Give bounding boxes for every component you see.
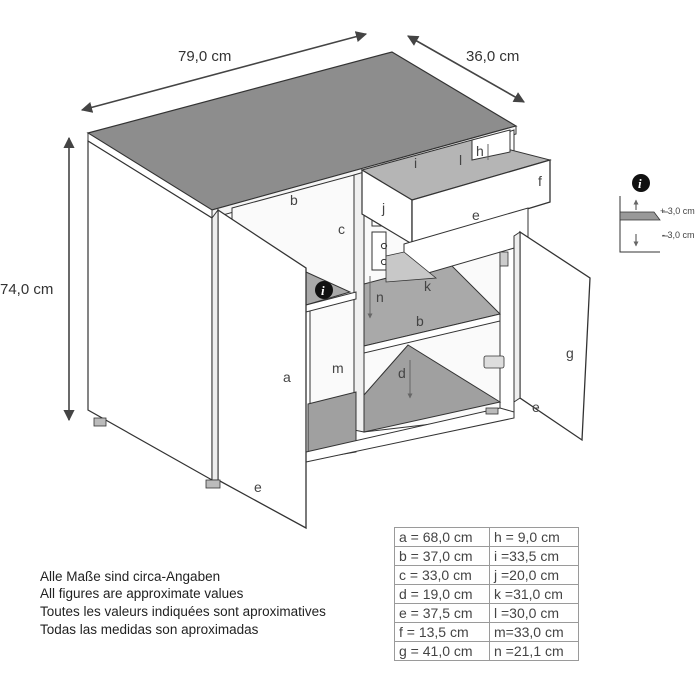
- depth-dimension-label: 36,0 cm: [466, 48, 520, 65]
- part-label-a: a: [283, 369, 291, 385]
- part-label-n: n: [376, 289, 384, 305]
- shelf-adjust-down: - 3,0 cm: [662, 230, 695, 240]
- drawer-slide-lower: [371, 231, 387, 271]
- foot-left-front: [205, 479, 221, 489]
- legend-cell-b: b = 37,0 cm: [394, 546, 490, 566]
- legend-cell-g: g = 41,0 cm: [394, 641, 490, 661]
- part-label-j: j: [381, 200, 385, 216]
- drawer-back-panel: [471, 129, 511, 161]
- legend-cell-m: m=33,0 cm: [489, 622, 579, 642]
- note-german: Alle Maße sind circa-Angaben: [40, 569, 221, 584]
- drawer-rail-shadow: [385, 251, 438, 283]
- left-door-edge: [211, 208, 219, 481]
- part-label-e-left-door: e: [254, 479, 262, 495]
- legend-cell-d: d = 19,0 cm: [394, 584, 490, 604]
- height-dimension-label: 74,0 cm: [0, 281, 54, 298]
- part-label-b-upper: b: [290, 192, 298, 208]
- note-spanish: Todas las medidas son aproximadas: [40, 622, 259, 637]
- part-label-d: d: [398, 365, 406, 381]
- part-label-h: h: [476, 143, 484, 159]
- part-label-b-lower: b: [416, 313, 424, 329]
- right-door-edge: [513, 231, 521, 403]
- legend-cell-i: i =33,5 cm: [489, 546, 579, 566]
- legend-cell-a: a = 68,0 cm: [394, 527, 490, 547]
- right-door: [519, 230, 591, 442]
- part-label-f: f: [538, 173, 542, 189]
- right-bottom-panel: [363, 344, 502, 433]
- hinge-upper: [499, 251, 509, 267]
- part-label-i: i: [414, 155, 417, 171]
- shelf-adjust-up: + 3,0 cm: [660, 206, 695, 216]
- legend-cell-j: j =20,0 cm: [489, 565, 579, 585]
- part-label-m: m: [332, 360, 344, 376]
- note-french: Toutes les valeurs indiquées sont aproxi…: [40, 604, 326, 619]
- depth-dimension-arrow: [407, 35, 525, 103]
- part-label-c: c: [338, 221, 345, 237]
- svg-text:i: i: [321, 283, 325, 298]
- drawer-front: [411, 159, 551, 245]
- part-label-e-right-door: e: [532, 399, 540, 415]
- info-icon-shelf: i: [315, 281, 333, 299]
- legend-cell-n: n =21,1 cm: [489, 641, 579, 661]
- legend-cell-e: e = 37,5 cm: [394, 603, 490, 623]
- part-label-e-drawer: e: [472, 207, 480, 223]
- part-label-l: l: [459, 152, 462, 168]
- right-shelf-edge: [363, 313, 501, 354]
- part-label-g: g: [566, 345, 574, 361]
- info-icon-detail: i: [632, 174, 650, 192]
- width-dimension-label: 79,0 cm: [178, 48, 232, 65]
- svg-text:i: i: [638, 176, 642, 191]
- legend-cell-f: f = 13,5 cm: [394, 622, 490, 642]
- legend-cell-c: c = 33,0 cm: [394, 565, 490, 585]
- foot-right: [485, 407, 499, 415]
- legend-cell-k: k =31,0 cm: [489, 584, 579, 604]
- note-english: All figures are approximate values: [40, 586, 244, 601]
- part-label-k: k: [424, 278, 432, 294]
- shelf-adjust-shelf: [619, 211, 661, 221]
- foot-left-back: [93, 417, 107, 427]
- legend-cell-h: h = 9,0 cm: [489, 527, 579, 547]
- shelf-adjust-bracket: [619, 196, 660, 253]
- hinge-lower: [483, 355, 505, 369]
- width-dimension-arrow: [80, 31, 368, 113]
- legend-cell-l: l =30,0 cm: [489, 603, 579, 623]
